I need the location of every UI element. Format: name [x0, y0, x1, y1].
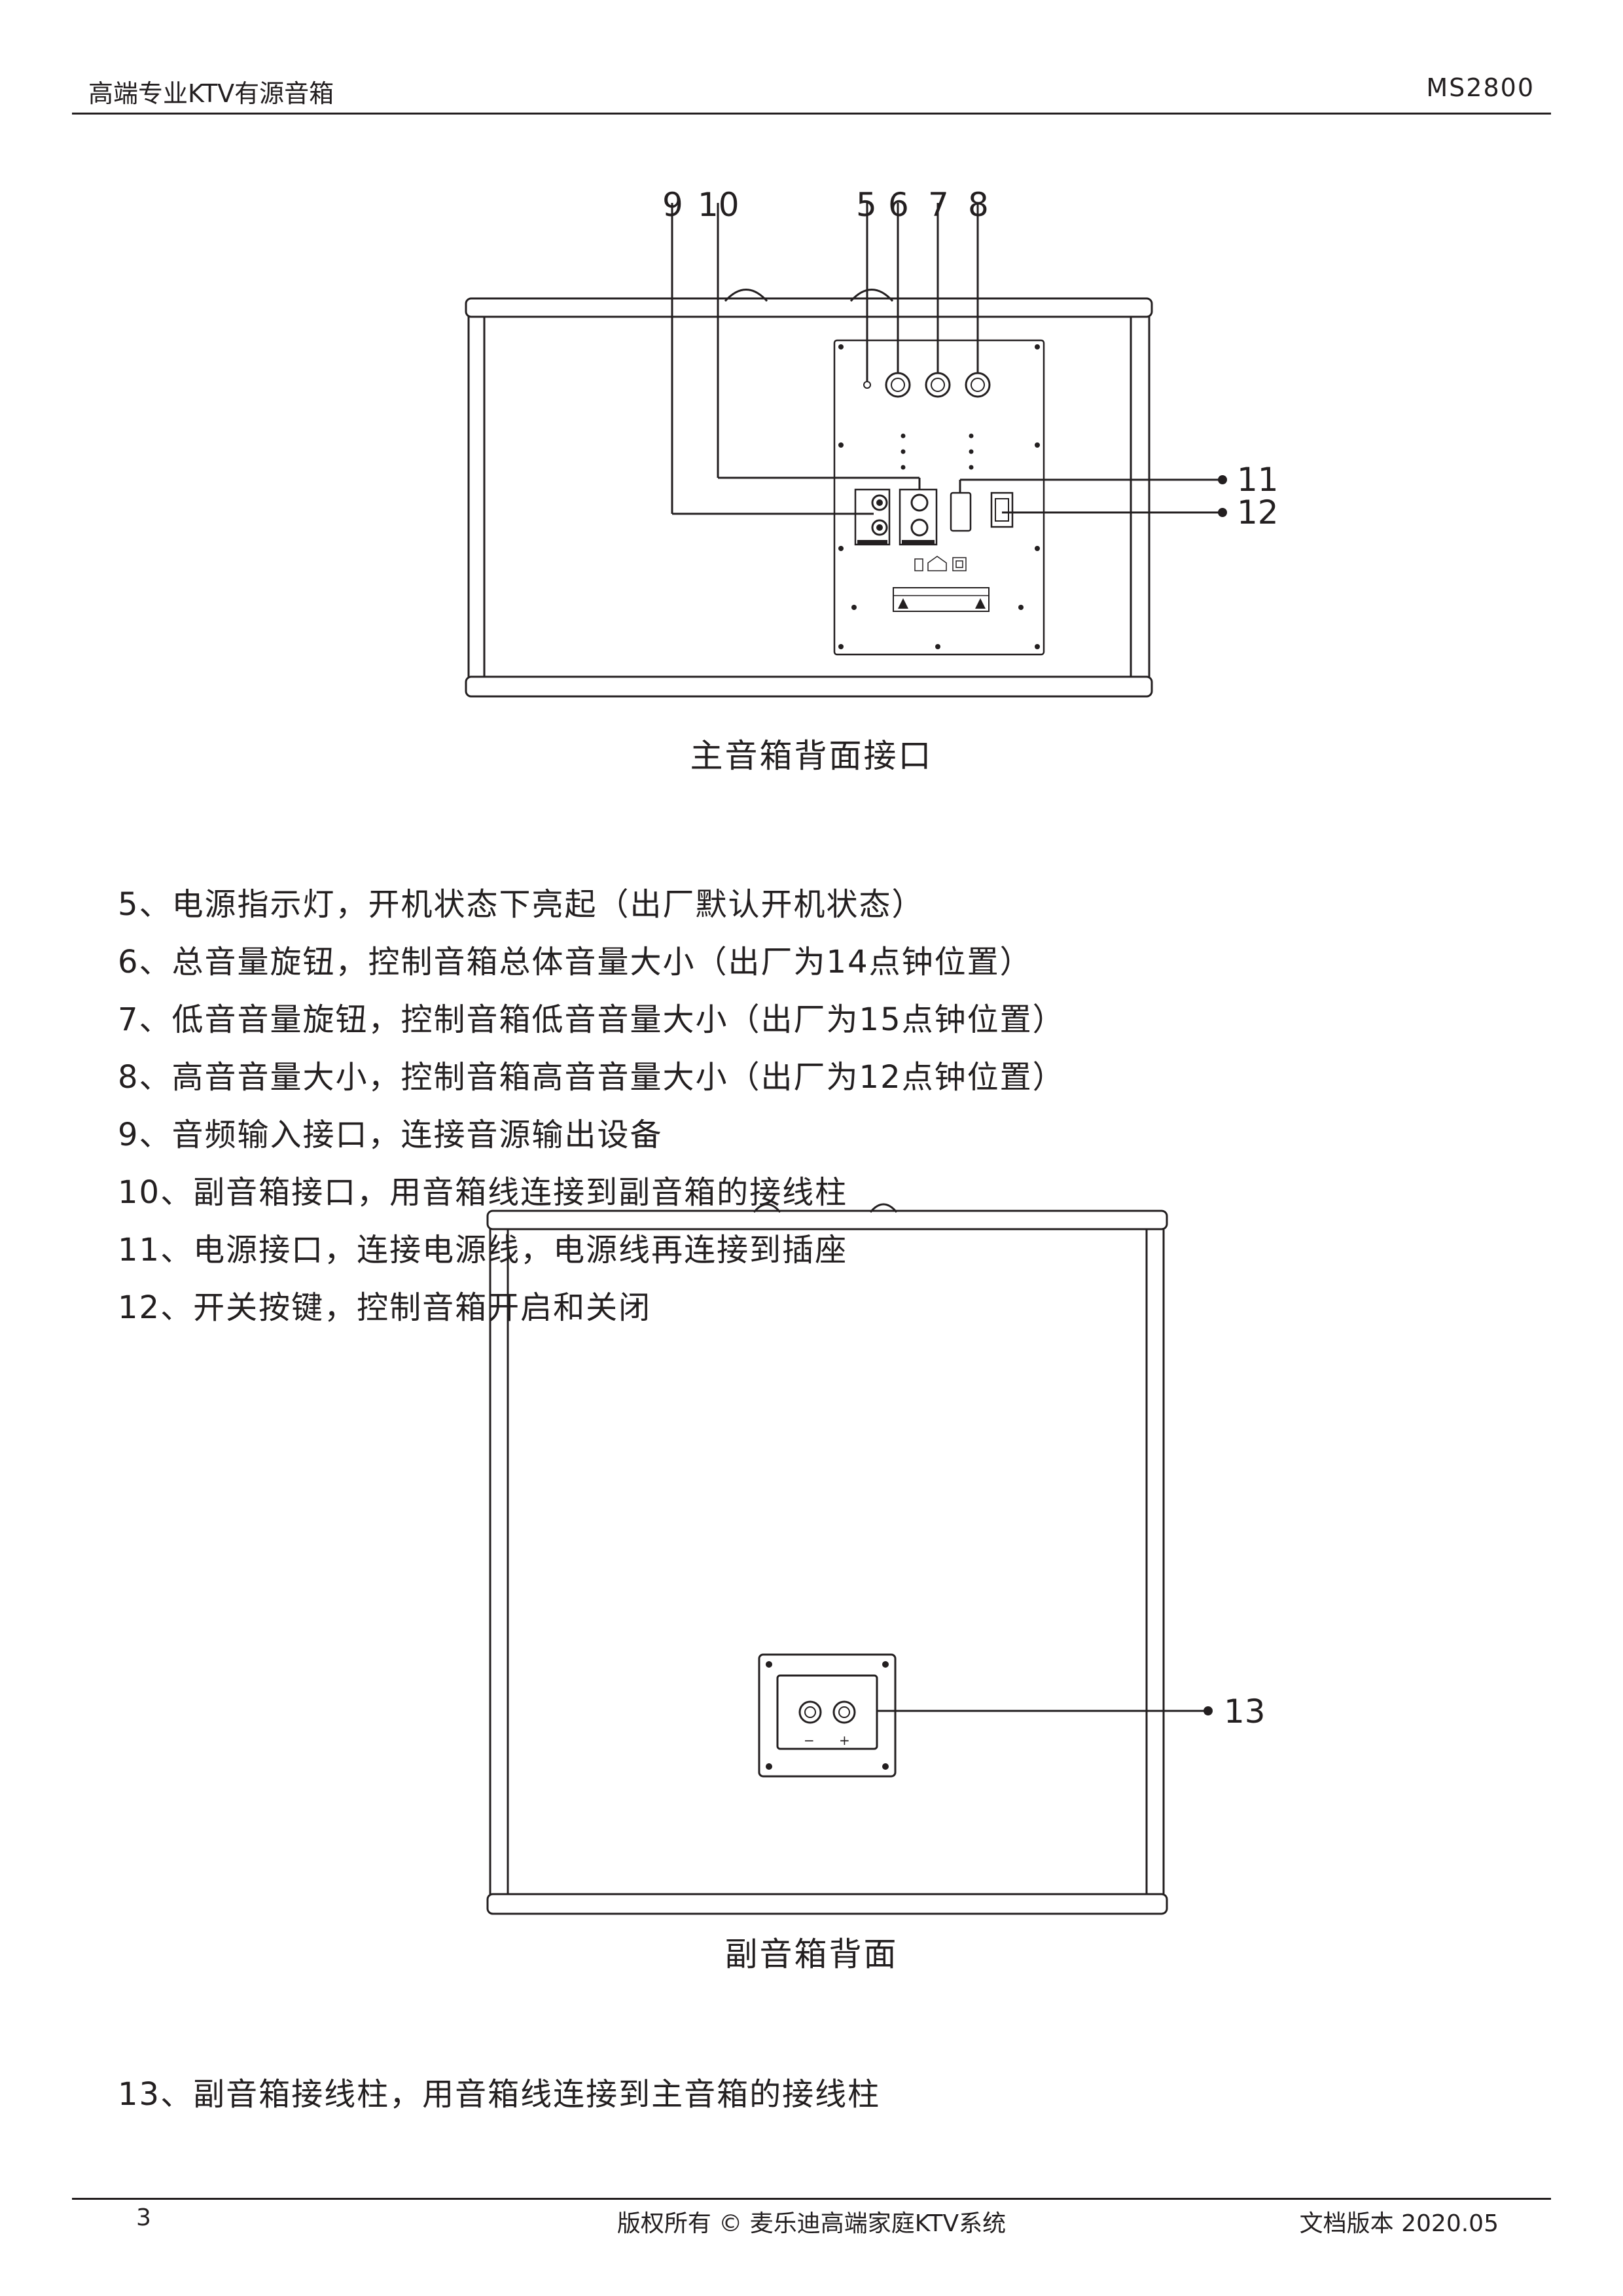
description-item: 10、副音箱接口，用音箱线连接到副音箱的接线柱	[118, 1174, 848, 1211]
callout-6: 6	[888, 186, 909, 224]
callout-10: 10	[698, 186, 740, 224]
description-item-13: 13、副音箱接线柱，用音箱线连接到主音箱的接线柱	[118, 2076, 881, 2113]
header-title: 高端专业KTV有源音箱	[88, 79, 334, 108]
footer-copyright: 版权所有 © 麦乐迪高端家庭KTV系统	[616, 2210, 1007, 2237]
terminal-minus-label: −	[804, 1732, 815, 1748]
callout-7: 7	[928, 186, 949, 224]
callout-9: 9	[662, 186, 683, 224]
sub-diagram-caption: 副音箱背面	[724, 1935, 899, 1973]
description-item: 8、高音音量大小，控制音箱高音音量大小（出厂为12点钟位置）	[118, 1059, 1065, 1096]
callout-8: 8	[968, 186, 989, 224]
description-item: 12、开关按键，控制音箱开启和关闭	[118, 1289, 652, 1326]
terminal-plus-label: +	[839, 1732, 850, 1748]
callout-5: 5	[856, 186, 877, 224]
description-list: 5、电源指示灯，开机状态下亮起（出厂默认开机状态） 6、总音量旋钮，控制音箱总体…	[118, 876, 1065, 1336]
footer-version: 文档版本 2020.05	[1299, 2210, 1499, 2237]
description-item: 6、总音量旋钮，控制音箱总体音量大小（出厂为14点钟位置）	[118, 944, 1033, 980]
header-divider	[72, 113, 1551, 115]
page-number: 3	[136, 2204, 151, 2231]
sub-speaker-rear-diagram	[486, 1203, 1208, 1915]
callout-13: 13	[1224, 1693, 1266, 1731]
description-item: 11、电源接口，连接电源线，电源线再连接到插座	[118, 1232, 848, 1268]
footer-divider	[72, 2198, 1551, 2200]
description-item: 5、电源指示灯，开机状态下亮起（出厂默认开机状态）	[118, 886, 925, 923]
callout-11: 11	[1237, 461, 1279, 499]
main-diagram-caption: 主音箱背面接口	[690, 737, 933, 775]
description-item: 7、低音音量旋钮，控制音箱低音音量大小（出厂为15点钟位置）	[118, 1001, 1065, 1038]
callout-12: 12	[1237, 493, 1279, 531]
description-item: 9、音频输入接口，连接音源输出设备	[118, 1117, 663, 1153]
header-model: MS2800	[1426, 73, 1535, 102]
